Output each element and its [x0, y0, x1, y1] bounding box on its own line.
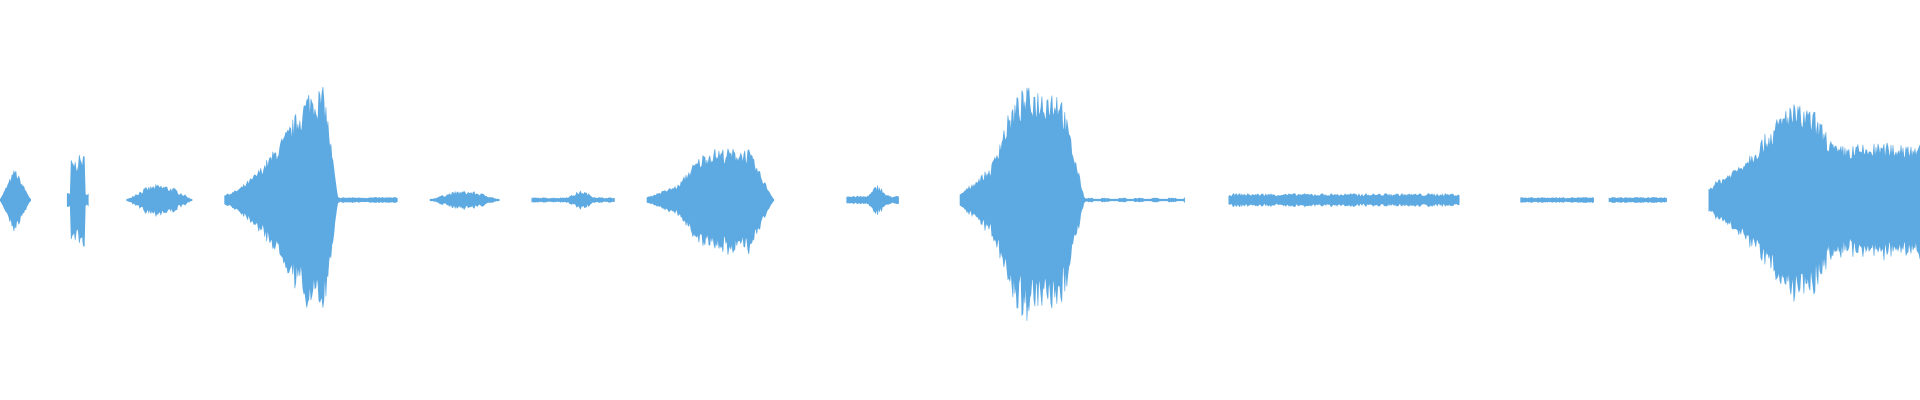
waveform-segment — [126, 183, 193, 217]
waveform-segment — [1608, 197, 1667, 204]
waveform-segment — [1520, 197, 1594, 204]
waveform-segment — [1708, 104, 1920, 302]
waveform-segment — [1228, 192, 1460, 208]
waveform-segment — [337, 197, 398, 203]
waveform-segment — [429, 190, 500, 211]
waveform-segment — [0, 169, 31, 231]
waveform-segment — [66, 155, 89, 247]
waveform-segment — [531, 190, 615, 210]
waveform-segment — [646, 148, 775, 255]
waveform-segment — [846, 185, 899, 215]
waveform-segment — [1084, 197, 1185, 204]
